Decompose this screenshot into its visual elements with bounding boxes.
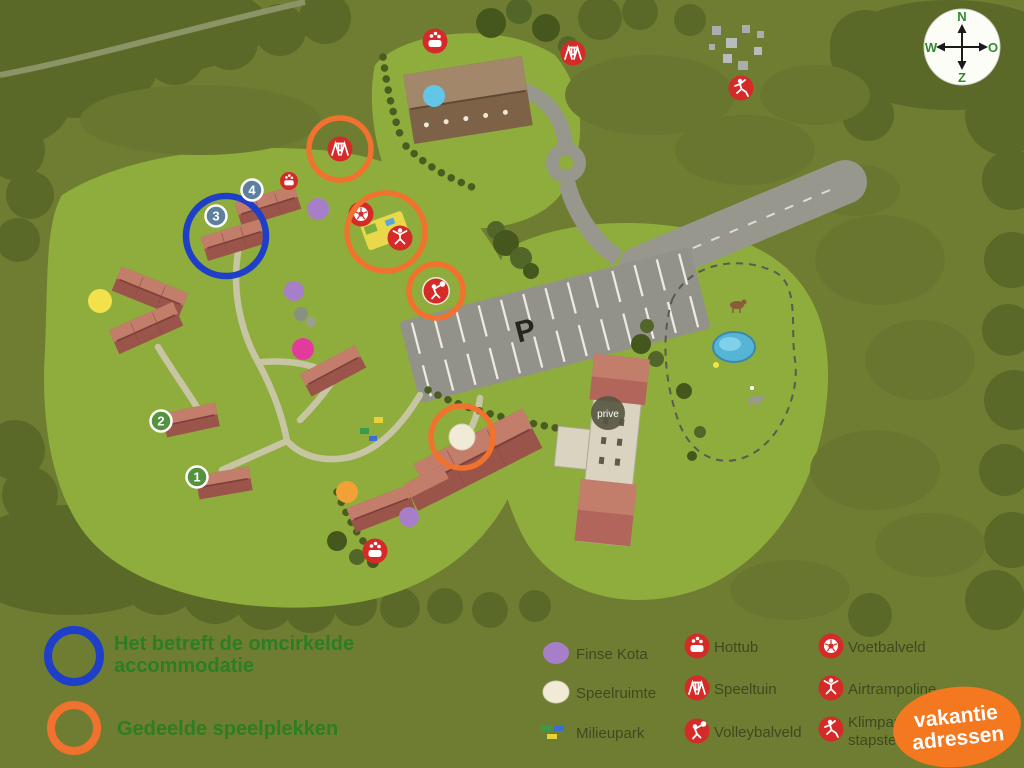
holiday-home [195, 466, 253, 500]
finse-kota-icon [543, 642, 569, 664]
svg-text:Speelruimte: Speelruimte [576, 685, 656, 702]
compass-rose: N O Z W [923, 8, 1001, 86]
svg-text:Finse Kota: Finse Kota [576, 646, 648, 663]
private-area-badge: prive [591, 396, 625, 430]
accommodation-markers: 4 3 2 1 [149, 178, 264, 489]
holiday-home [346, 485, 416, 533]
stepping-stones [709, 25, 764, 70]
horse [748, 394, 765, 408]
klimparcours-icon [817, 715, 845, 743]
compass-west: W [925, 40, 938, 55]
finse-kota-icon [399, 507, 419, 527]
accommodation-marker-4: 4 [240, 178, 264, 202]
hottub-icon [280, 172, 298, 190]
hottub-icon [422, 28, 448, 54]
finse-kota-icon [307, 198, 329, 220]
compass-east: O [988, 40, 998, 55]
legend-item-volleybalveld: Volleybalveld [683, 717, 802, 745]
legend: Het betreft de omcirkelde accommodatie G… [44, 626, 936, 755]
legend-accommodation-note-line2: accommodatie [114, 655, 254, 677]
paddock-fence [664, 262, 797, 462]
svg-text:Hottub: Hottub [714, 639, 758, 656]
klimparcours-icon [727, 74, 755, 102]
airtrampoline-icon [817, 674, 845, 702]
voetbalveld-icon [817, 632, 845, 660]
speelruimte-icon [542, 680, 570, 704]
legend-orange-ring [47, 701, 101, 755]
svg-text:2: 2 [157, 414, 164, 429]
holiday-home [108, 301, 184, 355]
shared-playground-rings [306, 115, 496, 471]
legend-item-milieupark: Milieupark [541, 725, 645, 742]
speeltuin-icon [683, 674, 711, 702]
legend-item-hottub: Hottub [684, 633, 758, 659]
horse [730, 299, 747, 313]
legend-item-airtrampoline: Airtrampoline [817, 674, 936, 702]
speeltuin-icon [326, 135, 354, 163]
svg-text:Airtrampoline: Airtrampoline [848, 681, 936, 698]
svg-text:1: 1 [193, 470, 200, 485]
orange-dot [336, 481, 358, 503]
holiday-home [200, 218, 268, 262]
svg-text:Volleybalveld: Volleybalveld [714, 724, 802, 741]
holiday-home [404, 465, 456, 511]
accommodation-marker-3: 3 [204, 204, 228, 228]
accommodation-marker-1: 1 [185, 465, 209, 489]
svg-text:3: 3 [212, 209, 219, 224]
milieupark-icon [541, 726, 564, 739]
roads-layer: P [400, 82, 867, 403]
paddock [664, 262, 797, 462]
legend-shared-playgrounds: Gedeelde speelplekken [117, 718, 338, 740]
holiday-home [162, 402, 220, 438]
vakantieadressen-logo: vakantie adressen [893, 686, 1021, 768]
hottub-icon [684, 633, 710, 659]
lightblue-dot [423, 85, 445, 107]
speeltuin-icon [559, 39, 587, 67]
private-label: prive [597, 409, 619, 420]
hottub-icon [362, 538, 388, 564]
magenta-dot [292, 338, 314, 360]
compass-north: N [957, 9, 966, 24]
volleybalveld-icon [422, 277, 450, 305]
parking-lot: P [400, 247, 710, 403]
holiday-home [299, 345, 367, 397]
svg-text:4: 4 [248, 183, 256, 198]
legend-blue-ring [44, 626, 104, 686]
svg-text:Milieupark: Milieupark [576, 725, 645, 742]
legend-item-voetbalveld: Voetbalveld [817, 632, 926, 660]
compass-south: Z [958, 70, 966, 85]
legend-item-speeltuin: Speeltuin [683, 674, 777, 702]
corner-trail [0, 0, 306, 78]
volleybalveld-icon [683, 717, 711, 745]
hedges-layer [333, 53, 560, 554]
legend-item-speelruimte: Speelruimte [542, 680, 656, 704]
legend-accommodation-note-line1: Het betreft de omcirkelde [114, 633, 354, 655]
svg-text:Speeltuin: Speeltuin [714, 681, 777, 698]
circled-accommodation-ring [182, 192, 270, 280]
svg-text:Voetbalveld: Voetbalveld [848, 639, 926, 656]
map-dots-layer [88, 85, 445, 527]
speelruimte-icon [448, 423, 476, 451]
milieupark-map-icon [360, 417, 383, 441]
accommodation-marker-2: 2 [149, 409, 173, 433]
legend-item-finse-kota: Finse Kota [543, 642, 648, 664]
footpaths-layer [154, 248, 484, 474]
finse-kota-icon [284, 281, 304, 301]
yellow-dot [88, 289, 112, 313]
airtrampoline-icon [386, 224, 414, 252]
